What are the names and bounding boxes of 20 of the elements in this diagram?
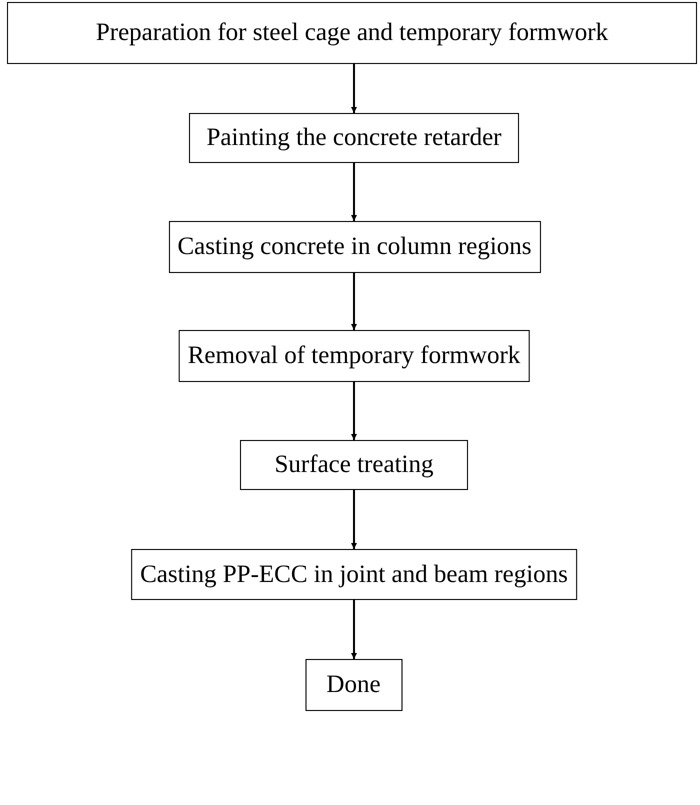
arrow bbox=[351, 490, 357, 549]
arrow bbox=[351, 382, 357, 440]
step-label: Surface treating bbox=[274, 451, 434, 479]
process-box bbox=[240, 440, 468, 490]
process-box bbox=[168, 221, 541, 273]
process-box bbox=[305, 659, 402, 711]
arrow bbox=[351, 273, 357, 330]
arrow bbox=[351, 163, 357, 221]
arrow bbox=[351, 600, 357, 659]
process-box bbox=[7, 2, 697, 64]
step-label: Done bbox=[326, 671, 381, 699]
process-box bbox=[189, 113, 519, 163]
step-label: Removal of temporary formwork bbox=[188, 342, 520, 370]
process-box bbox=[131, 549, 577, 600]
process-box bbox=[178, 330, 530, 382]
step-label: Casting PP-ECC in joint and beam regions bbox=[140, 560, 568, 588]
arrow bbox=[351, 64, 357, 113]
step-label: Painting the concrete retarder bbox=[206, 124, 502, 152]
step-label: Preparation for steel cage and temporary formwork bbox=[96, 19, 608, 47]
step-label: Casting concrete in column regions bbox=[177, 233, 532, 261]
